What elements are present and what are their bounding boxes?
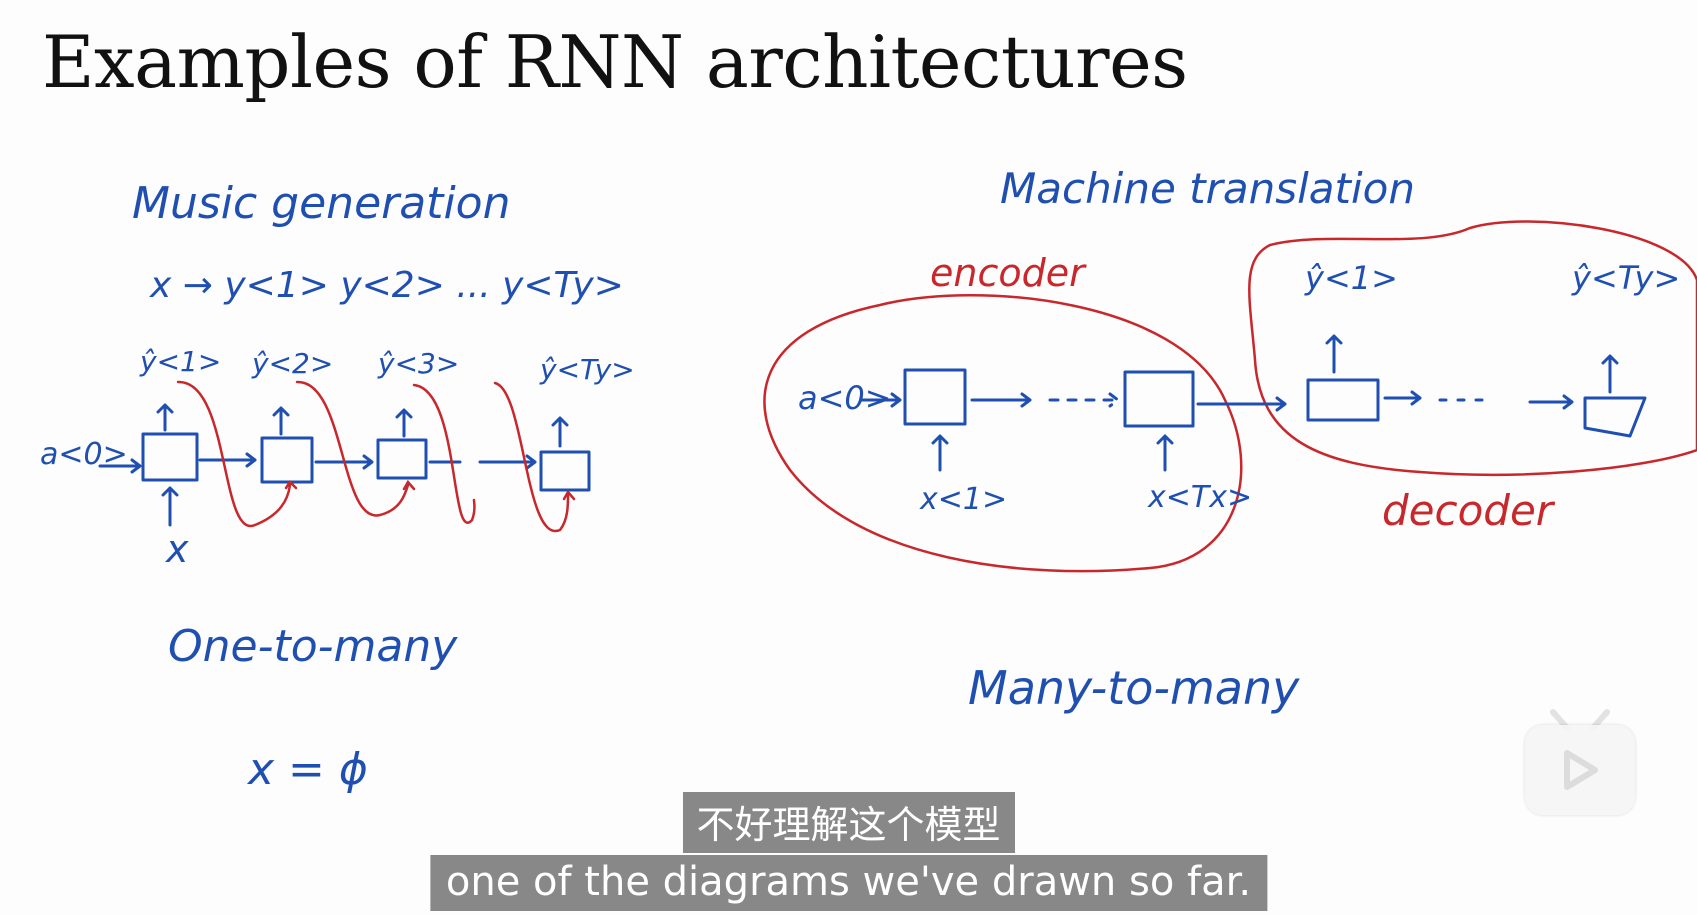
- input-label: x<Tx>: [1148, 480, 1253, 515]
- rnn-cell: [1306, 378, 1380, 422]
- rnn-cell: [376, 438, 428, 480]
- arrow: [161, 486, 179, 527]
- output-label: ŷ<3>: [378, 347, 460, 380]
- one-to-many-label: One-to-many: [168, 621, 458, 672]
- rnn-cell: [903, 368, 967, 426]
- initial-activation: a<0>: [40, 437, 128, 472]
- machine-translation-heading: Machine translation: [1000, 164, 1415, 213]
- arrow: [395, 408, 413, 438]
- rnn-cell: [141, 432, 199, 482]
- encoder-label: encoder: [930, 251, 1085, 295]
- decoder-outline: [1248, 220, 1697, 477]
- rnn-cell: [539, 450, 591, 492]
- subtitle-chinese: 不好理解这个模型: [682, 792, 1015, 853]
- slide-title: Examples of RNN architectures: [42, 20, 1188, 104]
- arrow: [551, 416, 569, 448]
- output-label: ŷ<2>: [252, 347, 334, 380]
- arrow: [1048, 392, 1120, 408]
- arrow: [272, 406, 290, 436]
- arrow: [198, 452, 257, 468]
- output-label: ŷ<Ty>: [1572, 259, 1681, 297]
- arrow: [970, 392, 1032, 408]
- seq2seq-outlines: [763, 220, 1697, 573]
- play-button[interactable]: [1525, 725, 1635, 815]
- rnn-cell: [1583, 396, 1647, 438]
- arrow: [1383, 390, 1422, 406]
- output-label: ŷ<1>: [1305, 259, 1398, 297]
- arrow: [98, 458, 142, 474]
- input-label: x<1>: [920, 482, 1008, 517]
- input-label: x: [166, 527, 189, 571]
- rnn-cell: [1123, 370, 1195, 428]
- arrow: [156, 403, 174, 432]
- empty-input-note: x = ϕ: [248, 744, 368, 795]
- arrow: [428, 454, 537, 470]
- decoder-label: decoder: [1382, 486, 1554, 535]
- arrow: [1528, 394, 1574, 410]
- arrow: [1601, 354, 1619, 394]
- music-rnn-chain: [98, 403, 591, 527]
- arrow: [1156, 434, 1174, 472]
- arrow: [931, 434, 949, 472]
- arrow: [1325, 334, 1343, 374]
- music-mapping: x → y<1> y<2> ... y<Ty>: [150, 265, 624, 306]
- output-label: ŷ<1>: [140, 345, 222, 378]
- music-generation-heading: Music generation: [132, 178, 511, 229]
- feedback-loops: [176, 380, 576, 533]
- play-icon: [1564, 750, 1598, 790]
- initial-activation: a<0>: [798, 379, 892, 417]
- subtitle-english: one of the diagrams we've drawn so far.: [429, 855, 1268, 911]
- output-label: ŷ<Ty>: [540, 353, 635, 386]
- arrow: [1196, 396, 1287, 412]
- encoder-outline: [763, 294, 1243, 573]
- arrow: [860, 392, 902, 408]
- seq2seq-chain: [860, 334, 1647, 472]
- many-to-many-label: Many-to-many: [968, 661, 1300, 715]
- rnn-cell: [260, 436, 314, 484]
